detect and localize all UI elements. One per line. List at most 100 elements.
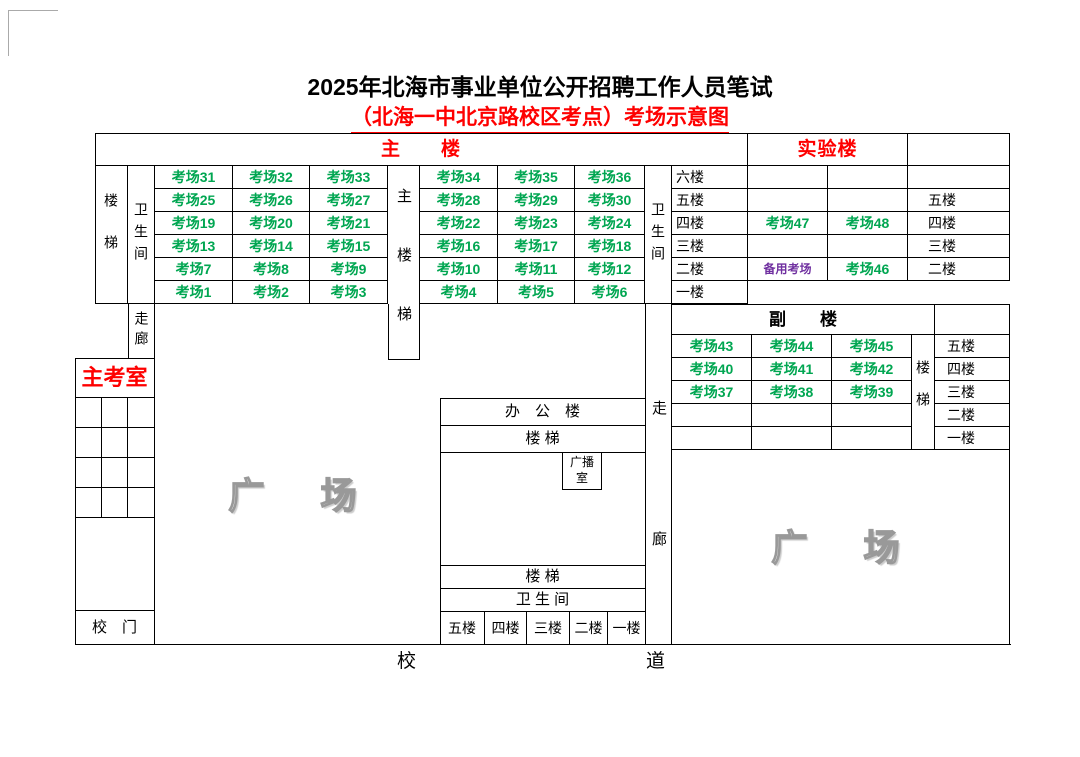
school-road-right: 道: [645, 650, 665, 672]
floor-label: 二楼: [908, 258, 1010, 281]
floor-label: 三楼: [935, 381, 1010, 404]
empty-cell: [75, 518, 155, 611]
floor-label: 四楼: [485, 611, 527, 644]
empty-cell: [75, 488, 102, 518]
exam-room: 考场47: [748, 212, 828, 235]
exam-room: 考场45: [832, 335, 912, 358]
bottom-border-line: [75, 644, 1011, 645]
empty-cell: [832, 404, 912, 427]
empty-cell: [128, 458, 155, 488]
office-divider-line: [440, 452, 645, 453]
exam-room: 考场1: [155, 281, 233, 304]
exam-room: 考场7: [155, 258, 233, 281]
left-border-line: [95, 133, 96, 304]
empty-cell: [128, 428, 155, 458]
exam-room: 考场9: [310, 258, 388, 281]
page-corner-mark: [8, 10, 9, 56]
exam-room: 考场5: [498, 281, 575, 304]
toilet-label: 卫生间: [128, 166, 155, 304]
floor-label: 五楼: [440, 611, 485, 644]
empty-cell: [828, 166, 908, 189]
main-building-header: 主 楼: [95, 133, 748, 166]
exam-room: 考场38: [752, 381, 832, 404]
exam-room: 考场21: [310, 212, 388, 235]
office-divider-line: [440, 425, 645, 426]
exam-room: 考场24: [575, 212, 645, 235]
page-subtitle: （北海一中北京路校区考点）考场示意图: [351, 101, 729, 134]
toilet-label: 卫生间: [645, 166, 672, 304]
exam-room: 考场41: [752, 358, 832, 381]
main-stairs-label: 主楼梯: [388, 166, 420, 365]
exam-room: 考场43: [672, 335, 752, 358]
floor-label: 一楼: [935, 427, 1010, 450]
empty-cell: [935, 304, 1010, 335]
empty-cell: [75, 428, 102, 458]
office-top-line: [440, 398, 646, 399]
exam-room: 考场12: [575, 258, 645, 281]
floor-label: 三楼: [672, 235, 748, 258]
exam-room: 考场46: [828, 258, 908, 281]
exam-room: 考场31: [155, 166, 233, 189]
exam-room: 考场19: [155, 212, 233, 235]
exam-room: 考场15: [310, 235, 388, 258]
exam-room: 考场42: [832, 358, 912, 381]
main-stairs-left-line: [388, 304, 389, 360]
exam-room: 考场44: [752, 335, 832, 358]
toilet-label: 卫 生 间: [515, 591, 570, 608]
exam-room: 考场29: [498, 189, 575, 212]
exam-room: 考场4: [420, 281, 498, 304]
stairs-label: 楼梯: [95, 166, 128, 304]
floor-label: 五楼: [672, 189, 748, 212]
exam-room: 考场6: [575, 281, 645, 304]
plaza-right-label: 广 场: [771, 527, 910, 568]
empty-cell: [128, 398, 155, 428]
empty-cell: [75, 398, 102, 428]
exam-room: 考场32: [233, 166, 310, 189]
floor-label: 六楼: [672, 166, 748, 189]
office-divider-line: [440, 588, 645, 589]
stairs-label: 楼梯: [912, 335, 935, 450]
exam-room: 考场10: [420, 258, 498, 281]
exam-room: 考场13: [155, 235, 233, 258]
exam-room: 考场18: [575, 235, 645, 258]
floor-label: 五楼: [908, 189, 1010, 212]
chief-examiner-office: 主考室: [75, 358, 155, 398]
page-corner-mark: [8, 10, 58, 11]
plaza-left-label: 广 场: [228, 475, 367, 516]
empty-cell: [102, 428, 128, 458]
floor-label: 二楼: [672, 258, 748, 281]
floor-label: 四楼: [672, 212, 748, 235]
empty-cell: [908, 133, 1010, 166]
exam-room: 考场37: [672, 381, 752, 404]
exam-room: 考场40: [672, 358, 752, 381]
top-border-line: [95, 133, 1010, 134]
floor-label: 五楼: [935, 335, 1010, 358]
annex-building-header: 副 楼: [672, 304, 935, 335]
empty-cell: [102, 458, 128, 488]
exam-room: 考场22: [420, 212, 498, 235]
experiment-building-header: 实验楼: [748, 133, 908, 166]
empty-cell: [672, 427, 752, 450]
exam-room: 考场34: [420, 166, 498, 189]
stairs-label: 楼 梯: [525, 568, 560, 585]
exam-room: 考场30: [575, 189, 645, 212]
leftwing-top-line: [75, 358, 155, 359]
empty-cell: [752, 427, 832, 450]
floor-label: 一楼: [612, 619, 641, 636]
exam-room: 考场20: [233, 212, 310, 235]
exam-room: 考场23: [498, 212, 575, 235]
exam-room: 考场8: [233, 258, 310, 281]
empty-cell: [832, 427, 912, 450]
broadcast-room: 广播室: [562, 452, 602, 490]
exam-room: 考场36: [575, 166, 645, 189]
exam-room: 考场14: [233, 235, 310, 258]
page-title: 2025年北海市事业单位公开招聘工作人员笔试: [307, 74, 773, 100]
backup-room: 备用考场: [748, 258, 828, 281]
exam-room: 考场25: [155, 189, 233, 212]
floor-label: 一楼: [672, 281, 748, 304]
school-road-label: 校 道: [397, 648, 665, 674]
floor-label: 二楼: [935, 404, 1010, 427]
empty-cell: [748, 166, 828, 189]
exam-room: 考场39: [832, 381, 912, 404]
office-divider-line: [440, 565, 645, 566]
